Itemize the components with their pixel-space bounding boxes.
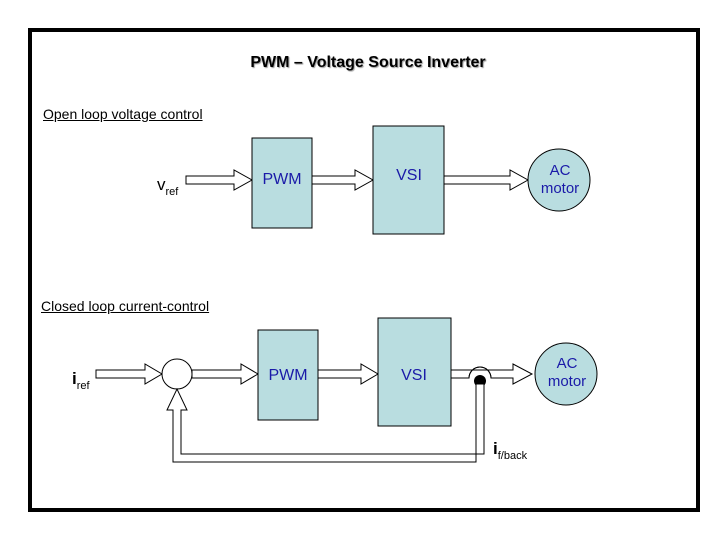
diagram-frame — [28, 28, 700, 512]
closed-loop-section-label: Closed loop current-control — [41, 298, 210, 314]
arrow-vsi-to-motor-closed — [450, 363, 534, 385]
arrow-vref-to-pwm — [185, 169, 254, 191]
ifeedback-label: if/back — [493, 439, 528, 462]
vsi-block-closed-label: VSI — [401, 367, 427, 384]
pwm-block-label: PWM — [262, 171, 301, 188]
open-loop-diagram: vref PWM VSI AC motor — [157, 125, 591, 235]
arrow-pwm-to-vsi — [311, 169, 375, 191]
vsi-block-label: VSI — [396, 167, 422, 184]
ac-motor-closed — [534, 342, 598, 406]
pwm-block-closed-label: PWM — [268, 367, 307, 384]
motor-closed-label-line1: AC — [557, 355, 578, 372]
vsi-block-closed — [377, 317, 452, 427]
arrow-iref-to-summer — [95, 363, 163, 385]
bridge-hop — [468, 366, 492, 379]
ac-motor — [527, 148, 591, 212]
iref-label: iref — [72, 369, 91, 392]
closed-loop-diagram: iref PWM VSI AC motor if/back — [72, 317, 598, 463]
summing-junction — [161, 358, 193, 390]
arrow-summer-to-pwm — [191, 363, 259, 385]
arrow-vsi-to-motor — [443, 169, 530, 191]
open-loop-section-label: Open loop voltage control — [43, 106, 203, 122]
feedback-path — [166, 383, 485, 463]
diagram-title: PWM – Voltage Source Inverter — [250, 54, 486, 71]
vref-label: vref — [157, 175, 179, 198]
motor-closed-label-line2: motor — [548, 373, 586, 390]
arrow-pwm-to-vsi-closed — [317, 363, 379, 385]
pwm-block-closed — [257, 329, 319, 421]
pwm-block — [251, 137, 313, 229]
motor-label-line1: AC — [550, 162, 571, 179]
vsi-block — [372, 125, 445, 235]
motor-label-line2: motor — [541, 180, 579, 197]
